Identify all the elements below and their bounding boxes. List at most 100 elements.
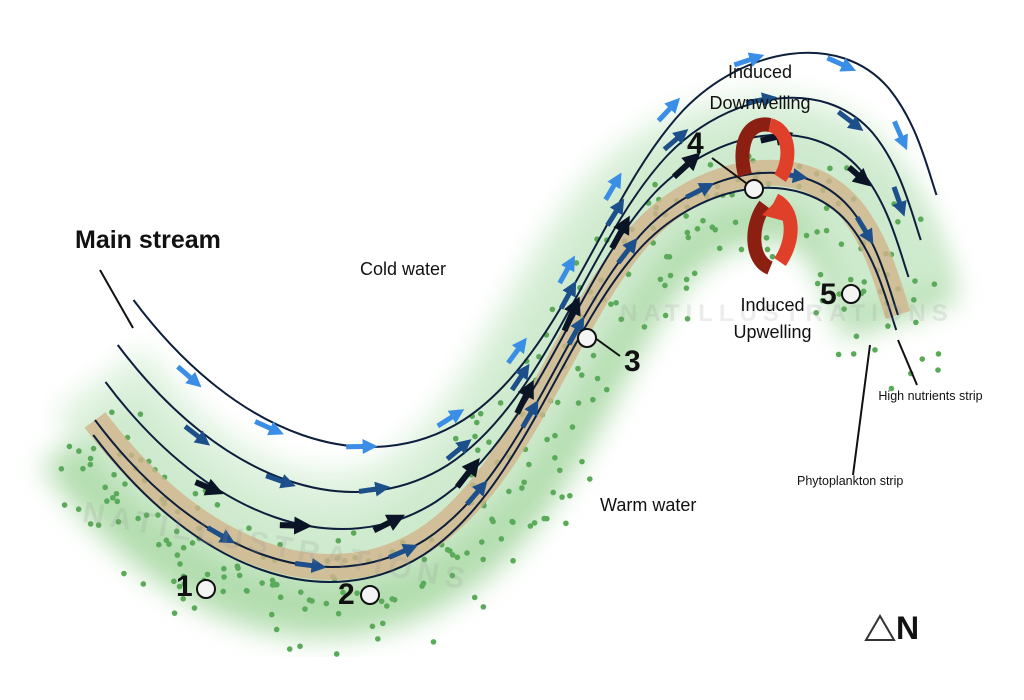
phytoplankton-dot xyxy=(662,282,668,289)
current-arrow xyxy=(685,182,715,200)
phytoplankton-dot xyxy=(813,309,820,316)
phytoplankton-dot xyxy=(155,512,161,518)
point-1-label: 1 xyxy=(176,570,193,603)
phytoplankton-dot xyxy=(763,234,770,241)
phytoplankton-dot xyxy=(384,603,390,609)
phytoplankton-dot xyxy=(803,232,810,239)
current-arrow xyxy=(372,514,406,534)
phytoplankton-dot xyxy=(75,506,82,512)
phytoplankton-dot xyxy=(490,518,496,525)
phytoplankton-dot xyxy=(156,541,162,548)
phytoplankton-dot xyxy=(272,581,279,587)
phytoplankton-dot xyxy=(559,494,565,500)
point-5-label: 5 xyxy=(820,278,837,311)
point-4-leader xyxy=(711,157,751,187)
current-arrow xyxy=(561,296,581,333)
point-5-marker xyxy=(841,284,861,304)
phytoplankton-dot xyxy=(931,281,938,288)
phytoplankton-dot xyxy=(449,552,456,558)
phytoplankton-dot xyxy=(354,590,360,596)
phytoplankton-dot xyxy=(891,201,897,207)
phytoplankton-dot xyxy=(527,523,534,529)
north-triangle-icon xyxy=(864,614,896,641)
phytoplankton-dot xyxy=(550,489,557,496)
current-arrow xyxy=(465,480,488,506)
phytoplankton-dot xyxy=(221,574,227,580)
phytoplankton-dot xyxy=(684,315,691,322)
phytoplankton-dot xyxy=(115,518,122,525)
nutrients-leader xyxy=(897,339,918,386)
phytoplankton-dot xyxy=(452,435,459,442)
point-3-marker xyxy=(577,328,597,348)
current-arrow xyxy=(609,215,630,250)
point-1-marker xyxy=(196,579,216,599)
phytoplankton-dot xyxy=(302,606,308,612)
phytoplankton-dot xyxy=(663,253,670,260)
phytoplankton-dot xyxy=(340,589,346,596)
phytoplankton-dot xyxy=(850,351,857,357)
phytoplankton-dot xyxy=(509,518,515,525)
phytoplankton-dot xyxy=(335,610,342,617)
current-arrow xyxy=(846,165,872,187)
phytoplankton-dot xyxy=(935,367,941,373)
phytoplankton-dot xyxy=(335,537,342,544)
phytoplankton-dot xyxy=(683,213,689,219)
phytoplankton-dot xyxy=(836,291,843,297)
phytoplankton-dot xyxy=(369,623,376,630)
phytoplankton-dot xyxy=(519,485,525,491)
phytoplankton-dot xyxy=(823,205,830,211)
current-arrow xyxy=(388,543,419,560)
phytoplankton-dot xyxy=(819,297,826,304)
phytoplankton-dot xyxy=(652,181,658,188)
phytoplankton-dot xyxy=(684,229,691,236)
current-arrow xyxy=(854,216,874,245)
phytoplankton-dot xyxy=(192,490,199,497)
current-arrow xyxy=(605,198,625,227)
phytoplankton-dot xyxy=(860,288,867,295)
phytoplankton-dot xyxy=(268,611,275,618)
phytoplankton-dot xyxy=(174,552,181,558)
main-stream-leader xyxy=(99,269,134,329)
phytoplankton-dot xyxy=(683,276,690,283)
phytoplankton-dot xyxy=(827,165,833,172)
phytoplankton-dot xyxy=(764,246,771,253)
phytoplankton-dot xyxy=(841,306,847,312)
phytoplankton-dot xyxy=(578,372,585,378)
phytoplankton-dot xyxy=(575,400,582,406)
phytoplankton-dot xyxy=(531,520,538,526)
current-arrow xyxy=(836,109,864,131)
phytoplankton-dot xyxy=(738,246,745,253)
phytoplankton-dot xyxy=(700,217,706,224)
phytoplankton-dot xyxy=(709,224,716,231)
phytoplankton-dot xyxy=(919,356,926,362)
phytoplankton-dot xyxy=(554,399,561,406)
phytoplankton-dot xyxy=(122,481,128,487)
current-arrow xyxy=(566,316,585,346)
phytoplankton-dot xyxy=(379,620,386,627)
phytoplankton-dot xyxy=(506,488,512,495)
phytoplankton-dot xyxy=(176,583,183,590)
induced-downwelling-label: Induced Downwelling xyxy=(709,62,811,113)
phytoplankton-dot xyxy=(420,580,427,587)
phytoplankton-dot xyxy=(861,279,868,285)
phytoplankton-dot xyxy=(657,276,664,283)
phytoplankton-dot xyxy=(732,219,739,226)
phytoplankton-dot xyxy=(838,241,845,247)
phytoplankton-dot xyxy=(80,465,86,472)
phytoplankton-dot xyxy=(888,385,895,392)
phytoplankton-dot xyxy=(573,260,580,266)
current-arrow xyxy=(176,364,202,388)
phytoplankton-dot xyxy=(707,161,714,168)
phytoplankton-dot xyxy=(552,454,558,461)
phytoplankton-dot xyxy=(90,445,97,452)
phytoplankton-dot xyxy=(694,226,701,232)
phytoplankton-dot xyxy=(350,530,357,536)
current-arrow xyxy=(445,439,472,462)
point-4-marker xyxy=(744,179,764,199)
current-arrow xyxy=(506,337,527,365)
phytoplankton-dot xyxy=(277,594,284,601)
phytoplankton-dot xyxy=(814,229,820,235)
current-line xyxy=(132,51,938,448)
phytoplankton-dot xyxy=(204,571,211,578)
phytoplankton-dot xyxy=(608,301,614,307)
